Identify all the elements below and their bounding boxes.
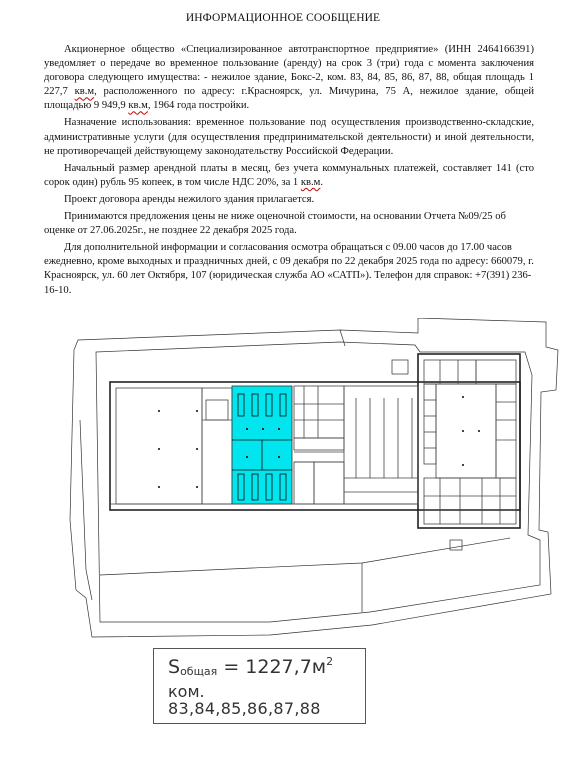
rooms-label: ком. <box>168 682 205 701</box>
floor-plan <box>69 318 559 638</box>
paragraph-contract: Проект договора аренды нежилого здания п… <box>64 193 315 205</box>
paragraph-contacts: Для дополнительной информации и согласов… <box>44 242 534 296</box>
spellcheck-word: кв.м <box>300 176 321 188</box>
document-title: ИНФОРМАЦИОННОЕ СООБЩЕНИЕ <box>185 12 381 24</box>
paragraph-offers: Принимаются предложения цены не ниже оце… <box>44 211 506 237</box>
text-fragment: , расположенного по адресу: г.Красноярск… <box>44 86 534 112</box>
area-total: Sобщая = 1227,7м2 <box>168 655 334 678</box>
text-fragment: . <box>320 176 324 188</box>
spellcheck-word: кв.м <box>74 86 95 98</box>
spellcheck-word: кв.м <box>128 100 148 112</box>
paragraph-property: Акционерное общество «Специализированное… <box>44 43 534 113</box>
text-fragment: Начальный размер арендной платы в месяц,… <box>44 162 534 188</box>
area-stamp: Sобщая = 1227,7м2 ком. 83,84,85,86,87,88 <box>153 648 366 724</box>
document-body: Акционерное общество «Специализированное… <box>44 43 534 301</box>
paragraph-rent-price: Начальный размер арендной платы в месяц,… <box>44 162 534 190</box>
leased-area-highlight <box>231 385 293 505</box>
text-fragment: Акционерное общество «Специализированное… <box>44 44 534 98</box>
paragraph-purpose: Назначение использования: временное поль… <box>44 117 534 157</box>
rooms-list: 83,84,85,86,87,88 <box>168 699 321 718</box>
text-fragment: , 1964 года постройки. <box>147 100 250 112</box>
